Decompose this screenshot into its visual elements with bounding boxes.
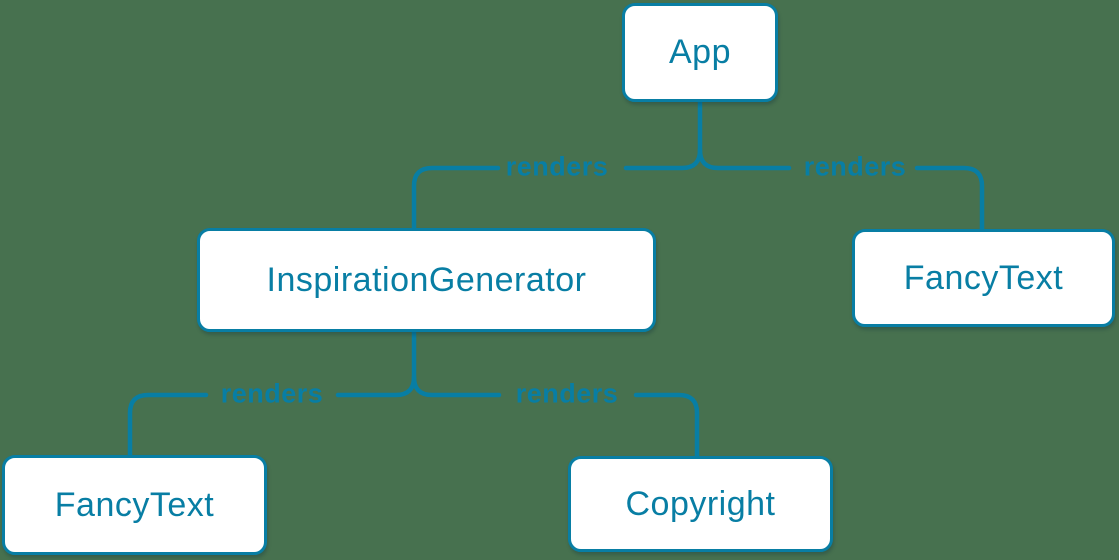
node-label: InspirationGenerator	[266, 260, 587, 299]
node-copyright: Copyright	[568, 456, 833, 552]
edge-app-to-fancytext-segment-b	[914, 165, 985, 232]
node-app: App	[622, 3, 778, 102]
edge-inspirationgenerator-to-fancytext-segment-b	[127, 392, 209, 458]
node-fancy-text-top-right: FancyText	[852, 229, 1115, 327]
edge-app-to-inspirationgenerator-segment-a	[623, 99, 703, 171]
node-label: App	[669, 33, 731, 71]
node-inspiration-generator: InspirationGenerator	[197, 228, 656, 332]
node-label: FancyText	[903, 258, 1064, 297]
edge-label-renders: renders	[505, 151, 609, 182]
edge-label-renders: renders	[220, 378, 324, 409]
node-fancy-text-bottom-left: FancyText	[2, 455, 267, 555]
edge-inspirationgenerator-to-copyright-segment-a	[411, 374, 502, 398]
edge-app-to-fancytext-segment-a	[697, 147, 792, 171]
edge-app-to-inspirationgenerator-segment-b	[411, 165, 501, 231]
node-label: Copyright	[625, 484, 776, 523]
edge-inspirationgenerator-to-fancytext-segment-a	[335, 329, 417, 398]
edge-label-renders: renders	[515, 378, 619, 409]
edge-label-renders: renders	[803, 151, 907, 182]
edge-inspirationgenerator-to-copyright-segment-b	[633, 392, 700, 459]
node-label: FancyText	[54, 485, 215, 524]
